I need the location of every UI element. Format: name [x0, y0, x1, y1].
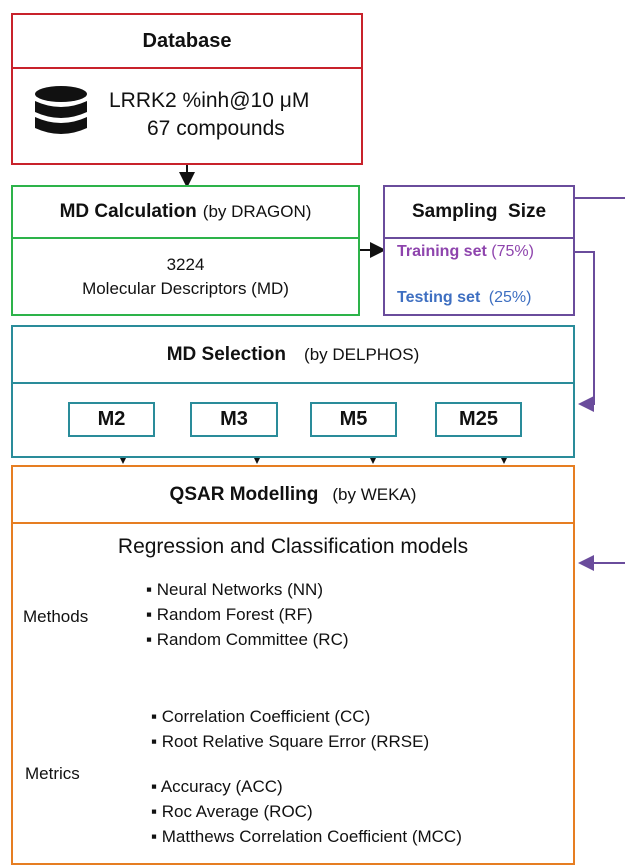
list-item: ▪ Neural Networks (NN) — [146, 580, 323, 599]
md-selection-box: MD Selection (by DELPHOS) — [11, 325, 575, 458]
qsar-header: QSAR Modelling (by WEKA) — [13, 467, 573, 524]
training-set-label: Training set — [397, 243, 487, 260]
qsar-modelling-box: QSAR Modelling (by WEKA) Regression and … — [11, 465, 575, 865]
arrow-training-to-selection — [565, 251, 595, 412]
testing-set-label: Testing set — [397, 289, 481, 306]
md-selection-title: MD Selection — [166, 343, 287, 365]
list-item: ▪ Root Relative Square Error (RRSE) — [151, 732, 430, 751]
qsar-title: QSAR Modelling — [169, 483, 319, 505]
methods-list: ▪ Neural Networks (NN) ▪ Random Forest (… — [146, 577, 349, 652]
md-calc-count: 3224 — [166, 255, 205, 274]
testing-set-pct: (25%) — [488, 289, 532, 306]
metrics-label: Metrics — [25, 764, 80, 783]
database-box: Database LRRK2 %inh@10 μM 67 compounds — [11, 13, 363, 165]
list-item: ▪ Roc Average (ROC) — [151, 802, 313, 821]
list-item: ▪ Matthews Correlation Coefficient (MCC) — [151, 827, 462, 846]
list-item: ▪ Random Forest (RF) — [146, 605, 313, 624]
sampling-title: Sampling Size — [385, 187, 573, 239]
training-set-pct: (75%) — [491, 243, 534, 260]
list-item: ▪ Accuracy (ACC) — [151, 777, 283, 796]
methods-label: Methods — [23, 607, 89, 626]
model-box-m25: M25 — [435, 402, 522, 437]
testing-set-row: Testing set (25%) — [397, 289, 531, 307]
md-selection-by: (by DELPHOS) — [304, 344, 420, 364]
sampling-size-box: Sampling Size Training set (75%) Testing… — [383, 185, 575, 316]
md-calc-title: MD Calculation — [59, 201, 197, 222]
database-icon — [31, 85, 91, 143]
md-calculation-box: MD Calculation (by DRAGON) 3224 Molecula… — [11, 185, 360, 316]
metrics-regression-list: ▪ Correlation Coefficient (CC) ▪ Root Re… — [151, 704, 429, 754]
qsar-by: (by WEKA) — [332, 484, 417, 504]
database-line1: LRRK2 %inh@10 μM — [109, 89, 310, 112]
database-line2: 67 compounds — [147, 117, 285, 140]
list-item: ▪ Random Committee (RC) — [146, 630, 349, 649]
model-box-m2: M2 — [68, 402, 155, 437]
database-title: Database — [13, 15, 361, 69]
md-calc-by: (by DRAGON) — [202, 202, 312, 221]
model-box-m3: M3 — [190, 402, 278, 437]
md-calc-header: MD Calculation (by DRAGON) — [13, 187, 358, 239]
qsar-subtitle: Regression and Classification models — [117, 535, 469, 558]
list-item: ▪ Correlation Coefficient (CC) — [151, 707, 371, 726]
model-box-m5: M5 — [310, 402, 397, 437]
training-set-row: Training set (75%) — [397, 243, 534, 261]
md-selection-header: MD Selection (by DELPHOS) — [13, 327, 573, 384]
md-calc-desc: Molecular Descriptors (MD) — [82, 279, 289, 298]
metrics-classification-list: ▪ Accuracy (ACC) ▪ Roc Average (ROC) ▪ M… — [151, 774, 462, 849]
